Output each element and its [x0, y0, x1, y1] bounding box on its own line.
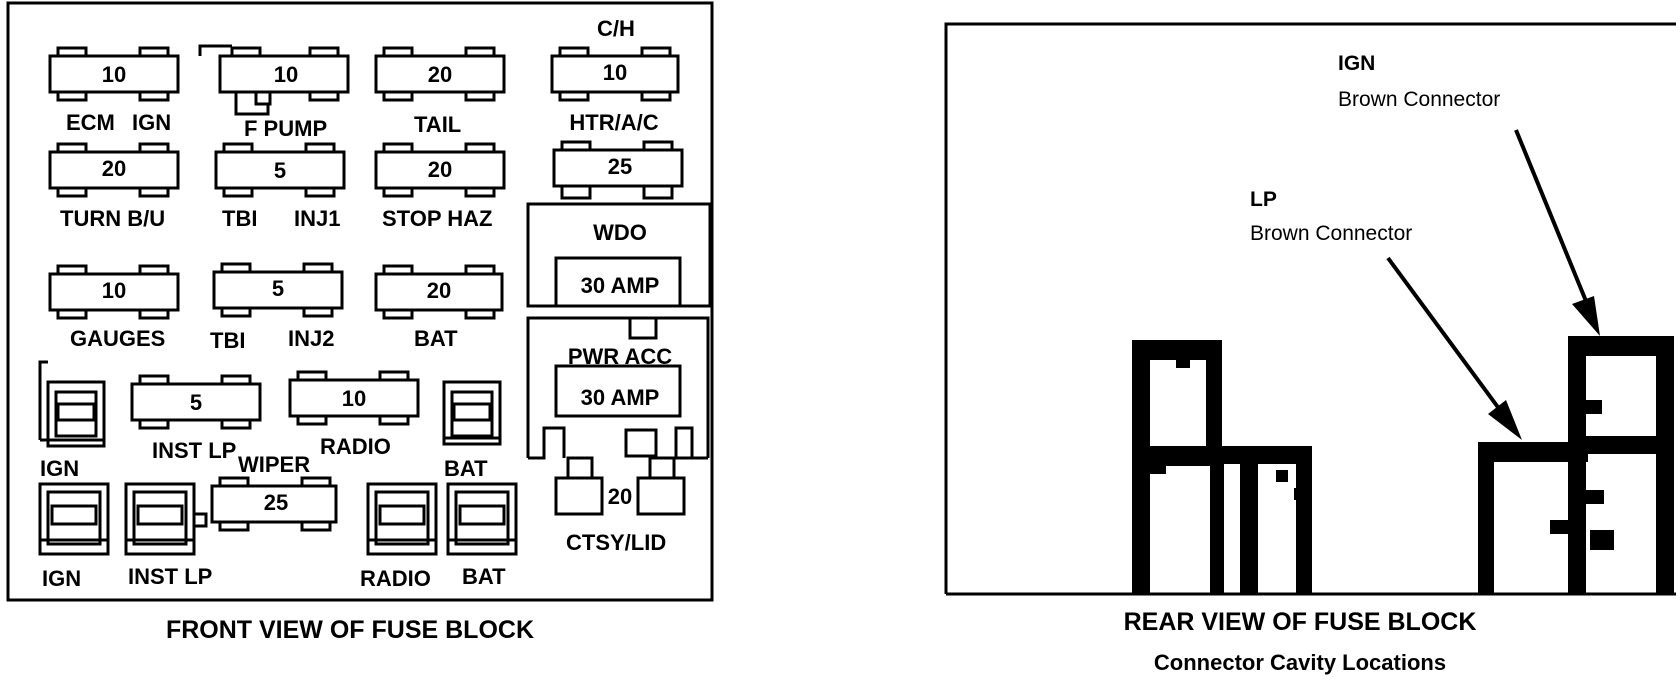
- front-labels: ECM IGN F PUMP TAIL C/H HTR/A/C TURN B/U…: [40, 16, 666, 644]
- rear-panel-outline: [944, 22, 1676, 594]
- breaker-rating: 30 AMP: [581, 385, 660, 410]
- connector-label: RADIO: [360, 566, 431, 591]
- fuse-label: RADIO: [320, 434, 391, 459]
- fuse-label: INST LP: [152, 438, 236, 463]
- callout-lp-desc: Brown Connector: [1250, 222, 1412, 245]
- fuse-label: TBI: [210, 328, 245, 353]
- fuse-label: BAT: [414, 326, 458, 351]
- fuse-inst-lp: 5: [130, 374, 262, 430]
- fuse-label: TBI: [222, 206, 257, 231]
- connector-bat-lower: [446, 482, 518, 556]
- fuse-label: HTR/A/C: [569, 110, 658, 135]
- connector-ign-lower: [38, 482, 110, 556]
- connector-bat-upper: [442, 380, 502, 446]
- front-view: 10 10 20 10: [6, 1, 714, 602]
- fuse-value: 20: [427, 278, 451, 303]
- rear-subcaption: Connector Cavity Locations: [1154, 650, 1446, 675]
- fuse-bat: 20: [374, 264, 504, 320]
- callout-ign-title: IGN: [1338, 52, 1375, 75]
- arrow-lp: [1386, 256, 1502, 412]
- fuse-label: CTSY/LID: [566, 530, 666, 555]
- connector-label: BAT: [462, 564, 506, 589]
- fuse-value: 25: [264, 490, 288, 515]
- fuse-label: IGN: [132, 110, 171, 135]
- fuse-stop-haz: 20: [374, 142, 506, 198]
- fuse-label: WIPER: [238, 452, 310, 477]
- fuse-htr-ac: 10: [550, 46, 680, 102]
- connector-label: INST LP: [128, 564, 212, 589]
- rear-connector-cavity-left: [1132, 340, 1312, 594]
- connector-ign-upper: [38, 360, 106, 448]
- fuse-label: TURN B/U: [60, 206, 165, 231]
- fuse-label: STOP HAZ: [382, 206, 492, 231]
- fuse-label: C/H: [597, 16, 635, 41]
- fuse-tbi-inj1: 5: [214, 142, 346, 198]
- rear-caption: REAR VIEW OF FUSE BLOCK: [1124, 608, 1477, 636]
- fuse-value: 5: [190, 390, 202, 415]
- fuse-f-pump: 10: [198, 44, 350, 116]
- fuse-label: INJ2: [288, 326, 334, 351]
- fuse-tail: 20: [374, 46, 506, 102]
- rear-view: IGN Brown Connector LP Brown Connector R…: [944, 22, 1676, 675]
- fuse-value: 10: [342, 386, 366, 411]
- fuse-ecm-ign: 10: [48, 46, 180, 102]
- breaker-pwr-acc: PWR ACC 30 AMP: [526, 316, 710, 460]
- fuse-value: 10: [603, 60, 627, 85]
- fuse-value: 5: [272, 276, 284, 301]
- fuse-label: ECM: [66, 110, 115, 135]
- callout-lp-title: LP: [1250, 188, 1277, 211]
- fuse-wiper: 25: [210, 476, 338, 532]
- callout-arrows: [1386, 129, 1600, 440]
- fuse-label: GAUGES: [70, 326, 165, 351]
- fuse-value: 5: [274, 158, 286, 183]
- fuse-value: 20: [608, 484, 632, 509]
- connector-label: IGN: [40, 456, 79, 481]
- connector-inst-lp: [124, 482, 208, 556]
- fuse-turn-bu: 20: [48, 142, 180, 198]
- fuse-value: 10: [102, 278, 126, 303]
- breaker-rating: 30 AMP: [581, 273, 660, 298]
- fuse-label: INJ1: [294, 206, 340, 231]
- fuse-value: 10: [102, 62, 126, 87]
- fuse-value: 20: [102, 156, 126, 181]
- arrow-ign: [1514, 129, 1590, 307]
- fuse-label: TAIL: [414, 112, 461, 137]
- fuse-ctsy-lid: 20: [554, 456, 686, 516]
- fuse-gauges: 10: [48, 264, 180, 320]
- fuse-25-upper: 25: [552, 140, 684, 200]
- connector-radio: [366, 482, 438, 556]
- fuse-value: 20: [428, 157, 452, 182]
- connector-label: IGN: [42, 566, 81, 591]
- fuse-value: 10: [274, 62, 298, 87]
- fuse-value: 25: [608, 154, 632, 179]
- arrow-lp-head: [1488, 400, 1522, 440]
- breaker-wdo: WDO 30 AMP: [526, 202, 712, 308]
- rear-connector-cavity-right: [1478, 336, 1674, 594]
- connector-label: BAT: [444, 456, 488, 481]
- fuse-tbi-inj2: 5: [212, 262, 344, 318]
- breaker-title: PWR ACC: [568, 344, 672, 369]
- callout-ign-desc: Brown Connector: [1338, 88, 1500, 111]
- fuse-label: F PUMP: [244, 116, 327, 141]
- breaker-title: WDO: [593, 220, 647, 245]
- fuse-radio: 10: [288, 370, 420, 426]
- front-caption: FRONT VIEW OF FUSE BLOCK: [166, 616, 534, 644]
- fuse-value: 20: [428, 62, 452, 87]
- arrow-ign-head: [1572, 296, 1600, 336]
